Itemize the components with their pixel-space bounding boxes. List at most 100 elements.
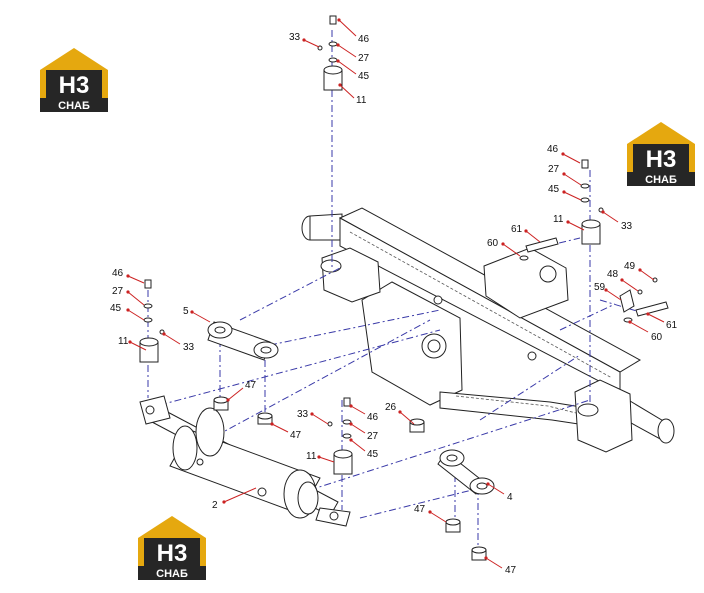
callout-47[interactable]: 47 [226,380,257,402]
callout-number: 45 [110,303,122,314]
callout-number: 4 [507,492,513,503]
callout-number: 49 [624,261,636,272]
leader-dot [398,410,402,414]
callout-46[interactable]: 46 [547,144,581,164]
leader-dot [317,455,321,459]
leader-dot [337,18,341,22]
callout-number: 27 [548,164,560,175]
leader-dot [270,422,274,426]
bushing-parts [213,396,487,561]
callout-11[interactable]: 11 [553,214,585,231]
leader-dot [484,556,488,560]
callout-number: 61 [511,224,523,235]
callout-number: 45 [367,449,379,460]
leader-dot [638,268,642,272]
callout-number: 45 [358,71,370,82]
logo-brand: CHAБ [645,174,677,186]
leader-dot [190,310,194,314]
leader-dot [128,340,132,344]
leader-dot [524,229,528,233]
leader-dot [338,83,342,87]
kingpin-stack-right [519,159,669,323]
callout-number: 60 [487,238,499,249]
leader-dot [126,308,130,312]
callout-number: 45 [548,184,560,195]
callout-number: 46 [547,144,559,155]
leader-dot [428,510,432,514]
callout-number: 5 [183,306,189,317]
callout-11[interactable]: 11 [306,451,335,463]
callout-number: 27 [358,53,370,64]
callout-27[interactable]: 27 [548,164,582,186]
leader-dot [562,190,566,194]
callout-33[interactable]: 33 [289,32,320,48]
callout-45[interactable]: 45 [548,184,582,201]
kingpin-stack-left [139,279,165,363]
callout-61[interactable]: 61 [646,312,678,331]
callout-60[interactable]: 60 [487,238,521,257]
callout-number: 26 [385,402,397,413]
callout-33[interactable]: 33 [601,210,633,232]
callout-number: 59 [594,282,606,293]
callout-26[interactable]: 26 [385,402,415,425]
callout-45[interactable]: 45 [349,438,379,460]
callout-33[interactable]: 33 [162,332,195,353]
callout-number: 2 [212,500,218,511]
callout-27[interactable]: 27 [349,422,379,442]
logo-brand: CHAБ [58,100,90,112]
callout-33[interactable]: 33 [297,409,329,425]
leader-dot [310,412,314,416]
leader-dot [336,59,340,63]
leader-dot [620,278,624,282]
callout-60[interactable]: 60 [628,320,663,343]
leader-dot [561,152,565,156]
callout-11[interactable]: 11 [338,83,367,106]
callout-47[interactable]: 47 [414,504,447,523]
callout-46[interactable]: 46 [337,18,370,45]
callout-46[interactable]: 46 [112,268,145,284]
leader-dot [162,332,166,336]
callout-48[interactable]: 48 [607,269,639,292]
callout-number: 11 [118,336,129,347]
callout-number: 47 [245,380,257,391]
leader-dot [126,290,130,294]
callout-49[interactable]: 49 [624,261,655,281]
leader-dot [336,43,340,47]
tie-rod-4 [437,449,495,495]
callout-27[interactable]: 27 [112,286,145,306]
callout-number: 11 [553,214,564,225]
tie-rod-5 [207,321,279,361]
callout-number: 33 [289,32,301,43]
callout-number: 33 [621,221,633,232]
callout-45[interactable]: 45 [110,303,145,321]
logo-brand: CHAБ [156,568,188,580]
callout-5[interactable]: 5 [183,306,211,323]
callout-47[interactable]: 47 [484,556,517,576]
callout-59[interactable]: 59 [594,282,622,301]
brand-logo-top-right: H3 CHAБ [627,122,695,186]
logo-mark: H3 [59,72,90,99]
leader-dot [604,288,608,292]
leader-dot [349,422,353,426]
callout-number: 11 [356,95,367,106]
logo-mark: H3 [157,540,188,567]
leader-dot [646,312,650,316]
leader-dot [628,320,632,324]
callout-number: 46 [112,268,124,279]
callout-number: 47 [414,504,426,515]
callout-27[interactable]: 27 [336,43,370,64]
callout-61[interactable]: 61 [511,224,541,243]
callout-number: 61 [666,320,678,331]
leader-dot [349,404,353,408]
callout-11[interactable]: 11 [118,336,147,351]
steering-cylinder [139,395,351,527]
callout-2[interactable]: 2 [212,487,257,511]
callout-4[interactable]: 4 [486,482,513,503]
callout-46[interactable]: 46 [349,404,379,423]
leader-dot [501,242,505,246]
logo-mark: H3 [646,146,677,173]
callout-45[interactable]: 45 [336,59,370,82]
leader-dot [486,482,490,486]
callout-47[interactable]: 47 [270,422,302,441]
